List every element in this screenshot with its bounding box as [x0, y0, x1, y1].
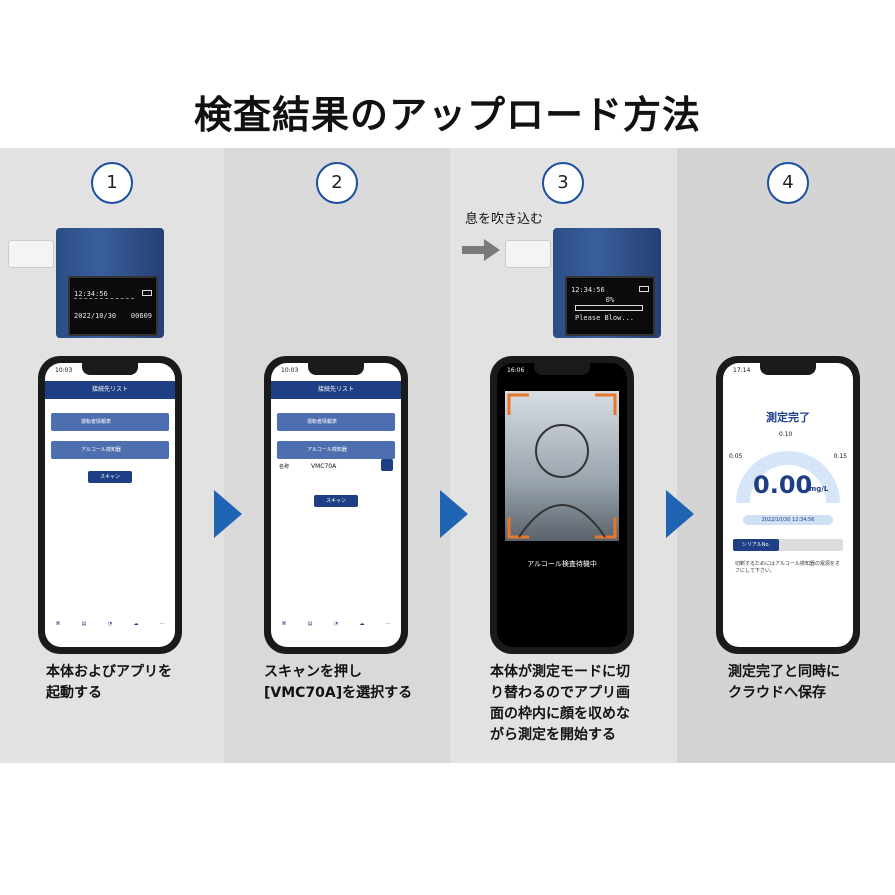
tab-icon[interactable]: ◔	[333, 621, 339, 627]
mouthpiece-3	[505, 240, 551, 268]
caption-line: 起動する	[46, 685, 102, 701]
next-arrow-1	[214, 490, 242, 538]
arrow-right-icon	[462, 239, 500, 261]
phone-1: 10:03 接続先リスト 運転者情報表 アルコール検知器 スキャン ⌘ ▤ ◔ ☁ ⋯	[38, 356, 182, 654]
device-percent: 0%	[605, 296, 615, 304]
tab-icon[interactable]: ◔	[107, 621, 113, 627]
gauge	[736, 451, 840, 504]
step-number-4: 4	[767, 162, 809, 204]
caption-step-4: 測定完了と同時に クラウドへ保存	[728, 662, 840, 704]
caption-line: 本体およびアプリを	[46, 664, 172, 680]
app-header: 接続先リスト	[271, 381, 401, 399]
caption-line: 面の枠内に顔を収めな	[490, 706, 630, 722]
tab-icon[interactable]: ⋯	[159, 621, 165, 627]
device-label: 名称	[279, 464, 290, 470]
caption-line: 本体が測定モードに切	[490, 664, 630, 680]
status-time: 10:03	[55, 367, 73, 374]
gauge-label-high: 0.15	[833, 453, 847, 460]
caption-step-2: スキャンを押し [VMC70A]を選択する	[264, 662, 412, 704]
list-item-detector[interactable]: アルコール検知器	[51, 441, 169, 459]
result-heading: 測定完了	[766, 411, 810, 424]
tab-icon[interactable]: ⌘	[55, 621, 61, 627]
breathalyzer-device-3: 12:34:56 0% Please Blow...	[553, 228, 661, 338]
datetime-badge: 2022/10/30 12:34:56	[743, 515, 833, 525]
caption-line: 測定完了と同時に	[728, 664, 840, 680]
serial-label: シリアルNo.	[733, 539, 779, 551]
tab-icon[interactable]: ⋯	[385, 621, 391, 627]
notch	[534, 363, 590, 375]
scan-button[interactable]: スキャン	[88, 471, 132, 483]
breath-label: 息を吹き込む	[465, 212, 544, 227]
step-number-2: 2	[316, 162, 358, 204]
next-arrow-2	[440, 490, 468, 538]
breathalyzer-device-1: 12:34:56 2022/10/30 00609	[56, 228, 164, 338]
phone-screen-2: 10:03 接続先リスト 運転者情報表 アルコール検知器 名称 VMC70A ス…	[271, 363, 401, 647]
phone-screen-3: 16:06 アルコール検査待機中	[497, 363, 627, 647]
status-text: アルコール検査待機中	[527, 560, 597, 568]
list-item-driver[interactable]: 運転者情報表	[277, 413, 395, 431]
camera-view	[505, 391, 619, 541]
tab-icon[interactable]: ☁	[359, 621, 365, 627]
divider	[74, 298, 134, 299]
phone-3: 16:06 アルコール検査待機中	[490, 356, 634, 654]
page-title: 検査結果のアップロード方法	[193, 93, 701, 137]
device-name[interactable]: VMC70A	[311, 463, 337, 470]
device-count: 00609	[130, 312, 152, 320]
serial-bar: シリアルNo.	[733, 539, 843, 551]
caption-line: り替わるのでアプリ画	[490, 685, 630, 701]
notch	[308, 363, 364, 375]
caption-step-3: 本体が測定モードに切 り替わるのでアプリ画 面の枠内に顔を収めな がら測定を開始…	[490, 662, 630, 746]
gauge-label-mid: 0.10	[779, 431, 793, 438]
list-item-driver[interactable]: 運転者情報表	[51, 413, 169, 431]
battery-icon	[142, 290, 152, 296]
tab-bar: ⌘ ▤ ◔ ☁ ⋯	[45, 621, 175, 637]
device-time-3: 12:34:56	[571, 286, 605, 294]
tab-bar: ⌘ ▤ ◔ ☁ ⋯	[271, 621, 401, 637]
status-time: 17:14	[733, 367, 751, 374]
caption-line: クラウドへ保存	[728, 685, 826, 701]
status-time: 16:06	[507, 367, 525, 374]
phone-screen-1: 10:03 接続先リスト 運転者情報表 アルコール検知器 スキャン ⌘ ▤ ◔ ☁ ⋯	[45, 363, 175, 647]
tab-icon[interactable]: ▤	[81, 621, 87, 627]
scan-button[interactable]: スキャン	[314, 495, 358, 507]
next-arrow-3	[666, 490, 694, 538]
step-number-1: 1	[91, 162, 133, 204]
phone-2: 10:03 接続先リスト 運転者情報表 アルコール検知器 名称 VMC70A ス…	[264, 356, 408, 654]
phone-screen-4: 17:14 測定完了 0.05 0.10 0.15 0.00 mg/L 2022…	[723, 363, 853, 647]
gauge-label-low: 0.05	[729, 453, 743, 460]
tab-icon[interactable]: ▤	[307, 621, 313, 627]
status-time: 10:03	[281, 367, 299, 374]
notch	[82, 363, 138, 375]
caption-line: スキャンを押し	[264, 664, 362, 680]
tab-icon[interactable]: ☁	[133, 621, 139, 627]
note-text: 切断するためにはアルコール検知器の電源をオフにして下さい。	[735, 561, 840, 574]
progress-bar	[575, 305, 643, 311]
link-icon[interactable]	[381, 459, 393, 471]
notch	[760, 363, 816, 375]
step-number-3: 3	[542, 162, 584, 204]
battery-icon-3	[639, 286, 649, 292]
phone-4: 17:14 測定完了 0.05 0.10 0.15 0.00 mg/L 2022…	[716, 356, 860, 654]
tab-icon[interactable]: ⌘	[281, 621, 287, 627]
device-screen-3: 12:34:56 0% Please Blow...	[565, 276, 655, 336]
device-message: Please Blow...	[575, 314, 635, 322]
mouthpiece	[8, 240, 54, 268]
app-header: 接続先リスト	[45, 381, 175, 399]
result-unit: mg/L	[809, 485, 829, 493]
face-frame-icon	[507, 393, 617, 539]
device-screen: 12:34:56 2022/10/30 00609	[68, 276, 158, 336]
caption-line: がら測定を開始する	[490, 727, 616, 743]
device-time: 12:34:56	[74, 290, 108, 298]
list-item-detector[interactable]: アルコール検知器	[277, 441, 395, 459]
device-date: 2022/10/30	[74, 312, 117, 320]
caption-step-1: 本体およびアプリを 起動する	[46, 662, 172, 704]
result-value: 0.00	[753, 471, 813, 499]
caption-line: [VMC70A]を選択する	[264, 685, 413, 701]
